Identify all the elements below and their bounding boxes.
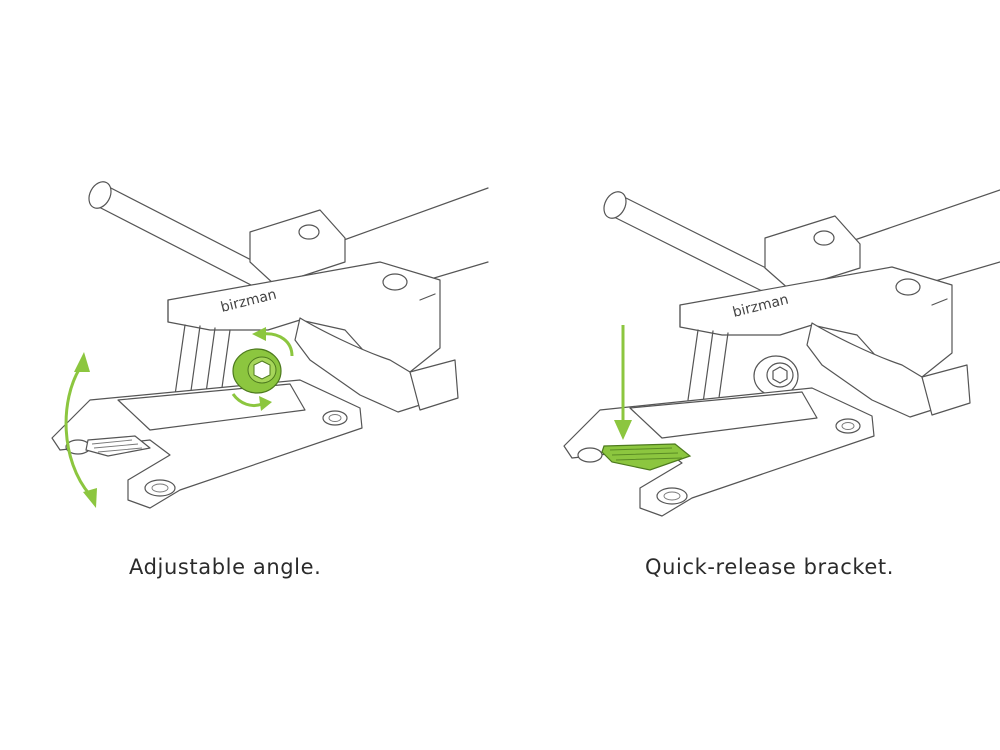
tilt-double-arrow-icon [64,352,97,508]
base-plate [51,379,363,509]
clamp-lower-curve [294,317,459,413]
clamp-lower-curve [806,322,971,418]
base-plate [563,387,875,517]
panel-adjustable-angle: birzman [51,181,489,579]
release-lever [85,435,151,457]
clamp-top: birzman [167,209,441,373]
hex-bolt-icon [232,348,282,394]
panel-quick-release: birzman [500,0,1000,750]
support-ribs [687,329,729,406]
caption-quick-release: Quick-release bracket. [645,555,895,579]
caption-adjustable-angle: Adjustable angle. [129,555,322,579]
clamp-top: birzman [679,215,953,378]
quick-release-lever [601,443,692,471]
handlebar-tube [88,181,489,306]
mount-illustration-adjustable: birzman [51,181,489,509]
rotate-arrow-icon [231,327,294,411]
hex-bolt-icon [753,355,799,397]
mount-illustration-quick-release: birzman [563,189,1000,517]
press-down-arrow-icon [614,325,632,440]
